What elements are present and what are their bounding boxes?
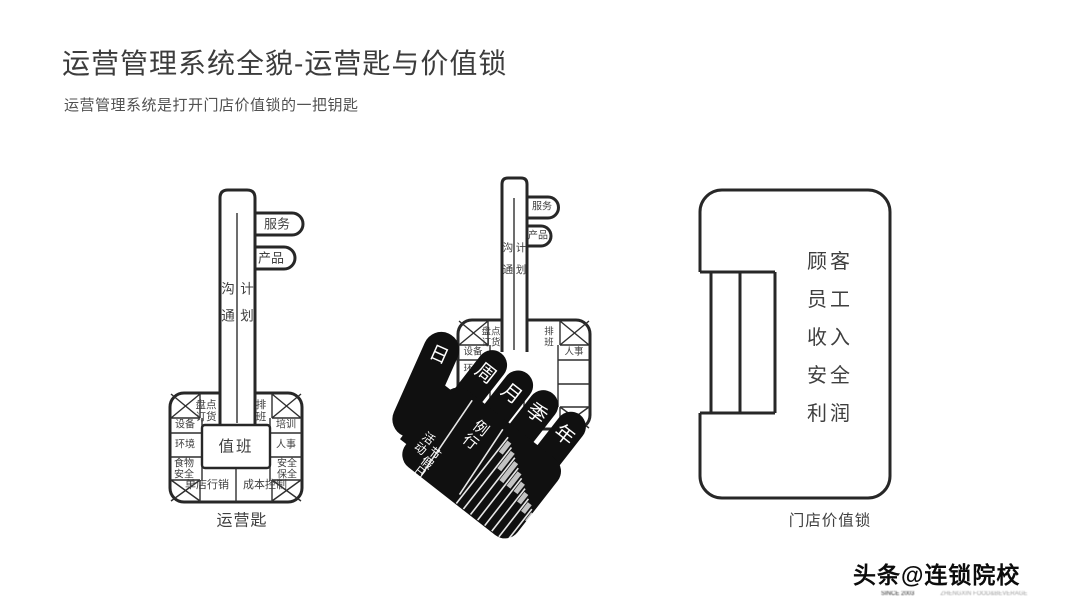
watermark: 头条@连锁院校 SINCE 2003 ZHENGXIN FOOD&BEVERAG…: [853, 556, 1078, 597]
key-cell-label: 排: [256, 398, 267, 411]
key2-shaft-label: 通: [503, 264, 514, 276]
key-head-corner-lines: [170, 393, 302, 502]
lock-notch-gap: [695, 272, 704, 413]
key-tooth-bottom-label: 产品: [258, 251, 284, 266]
key-cell-label: 食物: [174, 457, 194, 470]
key-shaft-label: 划: [240, 309, 254, 324]
key2-tooth-bottom-label: 产品: [528, 229, 548, 242]
key2-shaft-label: 计: [516, 241, 527, 254]
lock-keyway: [700, 270, 777, 415]
key-cell-label: 安全: [277, 457, 297, 470]
glove-schedule-rows: [455, 436, 535, 543]
key-cell-label: 保全: [277, 468, 297, 481]
key-caption: 运营匙: [216, 512, 267, 530]
glove: 日 周 月 季 年: [392, 331, 586, 543]
key-cell-label: 班: [544, 337, 554, 349]
key-cell-label: 单店行销: [185, 477, 229, 491]
key-cell-label: 排: [544, 326, 554, 338]
watermark-sub-left: SINCE 2003: [881, 591, 915, 597]
glove-thumb-webbing: [399, 383, 463, 454]
key-cell-label: 订货: [196, 410, 217, 423]
key-cell-label: 人事: [276, 438, 296, 451]
key-cell-label: 盘点: [196, 398, 217, 411]
key-shaft-label: 通: [221, 309, 235, 324]
watermark-sub-right: ZHENGXIN FOOD&BEVERAGE: [940, 591, 1028, 597]
lock-value-item: 顾客: [807, 250, 853, 273]
lock-value-item: 安全: [807, 364, 853, 387]
gloved-key-figure: 盘点 订货 排 班 设备 环境 食物 安全 人事 服务 产品 沟 计: [392, 176, 592, 543]
key-center-label: 值班: [218, 438, 253, 456]
value-lock-figure: 顾客 员工 收入 安全 利润 门店价值锁: [695, 188, 892, 530]
lock-value-item: 收入: [807, 326, 853, 349]
key2-shaft-label: 沟: [503, 241, 514, 254]
key-labels: 服务 产品 沟 计 通 划 值班 盘点 订货 排 班 设备 环境 食物 安全 培…: [174, 217, 297, 492]
key2-shaft-label: 划: [516, 263, 527, 276]
key-cell-label: 盘点: [481, 326, 501, 338]
key2-labels: 服务 产品 沟 计 通 划: [503, 200, 552, 277]
key-shaft-label: 计: [240, 282, 254, 297]
lock-value-list: 顾客 员工 收入 安全 利润: [807, 250, 853, 425]
key-cell-label: 成本控制: [243, 477, 287, 491]
key-cell-label: 安全: [174, 468, 194, 481]
key-cell-label: 设备: [463, 346, 483, 358]
key-cell-label: 培训: [276, 418, 296, 431]
key-cell-label: 环境: [175, 438, 195, 451]
key-cell-label: 订货: [481, 337, 500, 349]
key-cell-label: 人事: [564, 346, 584, 358]
glove-row-micro-text: [497, 440, 535, 523]
lock-body: [698, 188, 892, 500]
key-cell-label: 班: [256, 411, 267, 423]
watermark-main-text: 头条@连锁院校: [853, 562, 1021, 588]
key-head-center-cell: [200, 423, 272, 470]
glove-palm-lines: [420, 399, 504, 495]
key-cell-label: 设备: [175, 418, 195, 431]
key-tooth-bottom: [253, 245, 297, 271]
key-tooth-top-label: 服务: [264, 217, 290, 232]
key2-tooth-bottom: [525, 224, 553, 248]
operations-key-figure: 服务 产品 沟 计 通 划 值班 盘点 订货 排 班 设备 环境 食物 安全 培…: [168, 188, 305, 530]
key2-tooth-top-label: 服务: [532, 200, 552, 213]
key2-tooth-top: [525, 195, 560, 220]
key-shaft-label: 沟: [221, 282, 235, 297]
glove-thumb: 日: [392, 331, 460, 438]
watermark-subtext: SINCE 2003 ZHENGXIN FOOD&BEVERAGE: [881, 591, 1078, 597]
lock-caption: 门店价值锁: [789, 512, 872, 530]
page-title: 运营管理系统全貌-运营匙与价值锁: [62, 48, 508, 79]
page-subtitle: 运营管理系统是打开门店价值锁的一把钥匙: [64, 97, 359, 114]
lock-value-item: 利润: [807, 402, 853, 425]
key-tooth-top: [253, 211, 305, 237]
lock-value-item: 员工: [807, 289, 853, 311]
